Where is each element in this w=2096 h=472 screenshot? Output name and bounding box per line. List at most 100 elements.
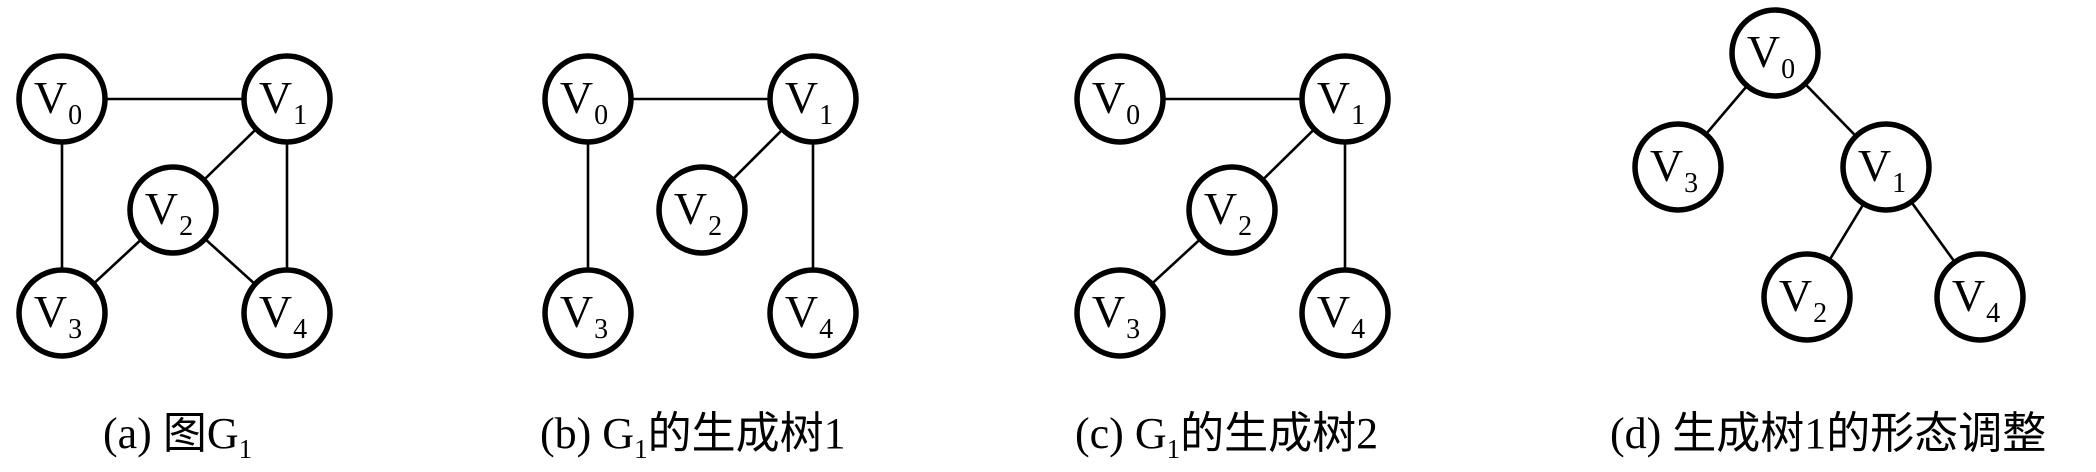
node-circle [1074,53,1166,145]
node-label-base: V [785,72,818,123]
node-c-v3: V3 [1074,267,1166,359]
node-circle [542,267,634,359]
node-circle [1299,53,1391,145]
node-circle [1934,251,2026,343]
node-label-base: V [560,72,593,123]
node-d-v1: V1 [1840,121,1932,213]
node-label: V0 [560,72,608,131]
node-c-v2: V2 [1186,164,1278,256]
node-label-base: V [1317,72,1350,123]
caption-prefix: (a) 图G [103,409,239,458]
node-label: V0 [1747,26,1795,85]
caption-c: (c) G1的生成树2 [1075,409,1378,464]
node-circle [127,164,219,256]
node-c-v1: V1 [1299,53,1391,145]
node-label-subscript: 4 [1986,298,2000,329]
node-a-v2: V2 [127,164,219,256]
node-b-v1: V1 [767,53,859,145]
node-a-v4: V4 [241,267,333,359]
node-label: V2 [1204,183,1252,242]
caption-suffix: 的生成树1 [648,409,846,458]
caption-subscript: 1 [1167,434,1181,464]
node-d-v4: V4 [1934,251,2026,343]
node-circle [1761,251,1853,343]
node-circle [656,164,748,256]
node-label-subscript: 3 [68,314,82,345]
node-label: V3 [1650,140,1698,199]
caption-suffix: 的生成树2 [1180,409,1378,458]
node-label-base: V [34,72,67,123]
node-c-v4: V4 [1299,267,1391,359]
node-circle [16,53,108,145]
node-label-base: V [259,72,292,123]
node-circle [1074,267,1166,359]
node-label-base: V [1747,26,1780,77]
node-circle [241,53,333,145]
node-label-subscript: 2 [1813,298,1827,329]
node-label: V4 [785,286,833,345]
node-label-subscript: 3 [594,314,608,345]
node-label-base: V [1952,270,1985,321]
node-label-subscript: 1 [819,100,833,131]
node-c-v0: V0 [1074,53,1166,145]
node-label-subscript: 0 [1781,54,1795,85]
node-label-subscript: 4 [1351,314,1365,345]
node-a-v3: V3 [16,267,108,359]
node-label-subscript: 1 [1351,100,1365,131]
node-a-v0: V0 [16,53,108,145]
captions-layer: (a) 图G1(b) G1的生成树1(c) G1的生成树2(d) 生成树1的形态… [103,409,2046,464]
node-label-base: V [259,286,292,337]
node-label: V0 [34,72,82,131]
node-label-subscript: 1 [293,100,307,131]
node-label: V3 [560,286,608,345]
node-label: V3 [34,286,82,345]
node-label-base: V [785,286,818,337]
caption-prefix: (d) 生成树1的形态调整 [1610,409,2046,458]
node-label: V1 [1317,72,1365,131]
node-label-base: V [1092,72,1125,123]
node-label-base: V [1204,183,1237,234]
node-label-subscript: 0 [68,100,82,131]
node-label-subscript: 4 [293,314,307,345]
node-d-v0: V0 [1729,7,1821,99]
caption-prefix: (c) G [1075,409,1167,458]
caption-subscript: 1 [239,434,253,464]
node-b-v3: V3 [542,267,634,359]
node-label-base: V [1317,286,1350,337]
node-label: V2 [674,183,722,242]
node-label-subscript: 2 [1238,211,1252,242]
node-label-base: V [1650,140,1683,191]
node-label-subscript: 2 [708,211,722,242]
node-circle [767,53,859,145]
node-b-v2: V2 [656,164,748,256]
node-b-v0: V0 [542,53,634,145]
node-label-subscript: 2 [179,211,193,242]
node-label-subscript: 1 [1892,168,1906,199]
node-d-v3: V3 [1632,121,1724,213]
node-label-base: V [1092,286,1125,337]
node-label: V3 [1092,286,1140,345]
node-b-v4: V4 [767,267,859,359]
node-label: V1 [259,72,307,131]
node-circle [542,53,634,145]
node-circle [1632,121,1724,213]
node-circle [767,267,859,359]
node-label-subscript: 0 [594,100,608,131]
node-circle [1299,267,1391,359]
caption-b: (b) G1的生成树1 [540,409,846,464]
node-circle [16,267,108,359]
node-label-subscript: 4 [819,314,833,345]
node-circle [1840,121,1932,213]
node-label-subscript: 3 [1684,168,1698,199]
caption-prefix: (b) G [540,409,634,458]
node-label-subscript: 3 [1126,314,1140,345]
node-circle [1729,7,1821,99]
node-circle [241,267,333,359]
node-label-base: V [1779,270,1812,321]
caption-a: (a) 图G1 [103,409,252,464]
node-label: V0 [1092,72,1140,131]
node-label-base: V [145,183,178,234]
node-d-v2: V2 [1761,251,1853,343]
node-label: V1 [1858,140,1906,199]
